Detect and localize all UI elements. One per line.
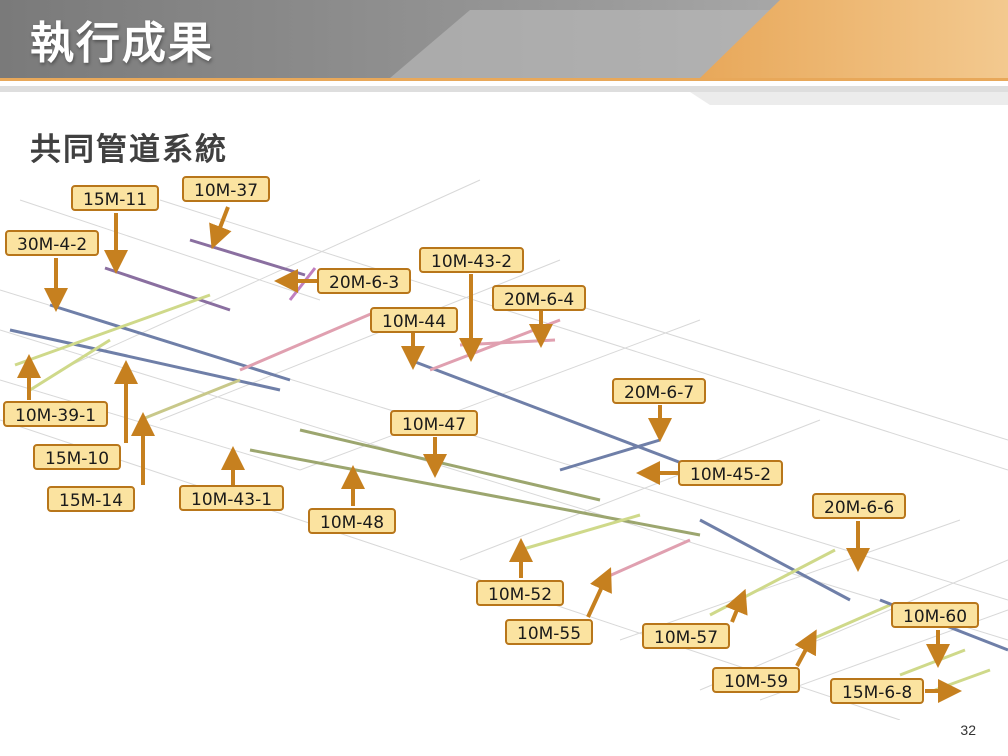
callout-10m-57: 10M-57: [642, 623, 731, 649]
callout-10m-43-1: 10M-43-1: [179, 485, 285, 511]
section-subtitle: 共同管道系統: [30, 132, 228, 168]
callout-10m-45-2: 10M-45-2: [678, 460, 784, 486]
callout-20m-6-6: 20M-6-6: [812, 493, 907, 519]
callout-10m-37: 10M-37: [182, 176, 271, 202]
callout-10m-59: 10M-59: [712, 667, 801, 693]
callout-10m-39-1: 10M-39-1: [3, 401, 109, 427]
callout-20m-6-3: 20M-6-3: [317, 268, 412, 294]
callout-10m-60: 10M-60: [891, 602, 980, 628]
callout-15m-11: 15M-11: [71, 185, 160, 211]
callout-15m-10: 15M-10: [33, 444, 122, 470]
callout-10m-52: 10M-52: [476, 580, 565, 606]
slide-title: 執行成果: [30, 18, 214, 69]
page-number: 32: [960, 722, 976, 738]
callout-10m-44: 10M-44: [370, 307, 459, 333]
callout-15m-14: 15M-14: [47, 486, 136, 512]
callout-10m-43-2: 10M-43-2: [419, 247, 525, 273]
callout-15m-6-8: 15M-6-8: [830, 678, 925, 704]
header-banner: [0, 0, 1008, 105]
callout-20m-6-7: 20M-6-7: [612, 378, 707, 404]
callout-10m-48: 10M-48: [308, 508, 397, 534]
callout-10m-47: 10M-47: [390, 410, 479, 436]
utility-tunnel-map: [0, 179, 1008, 720]
callout-10m-55: 10M-55: [505, 619, 594, 645]
callout-30m-4-2: 30M-4-2: [5, 230, 100, 256]
callout-20m-6-4: 20M-6-4: [492, 285, 587, 311]
